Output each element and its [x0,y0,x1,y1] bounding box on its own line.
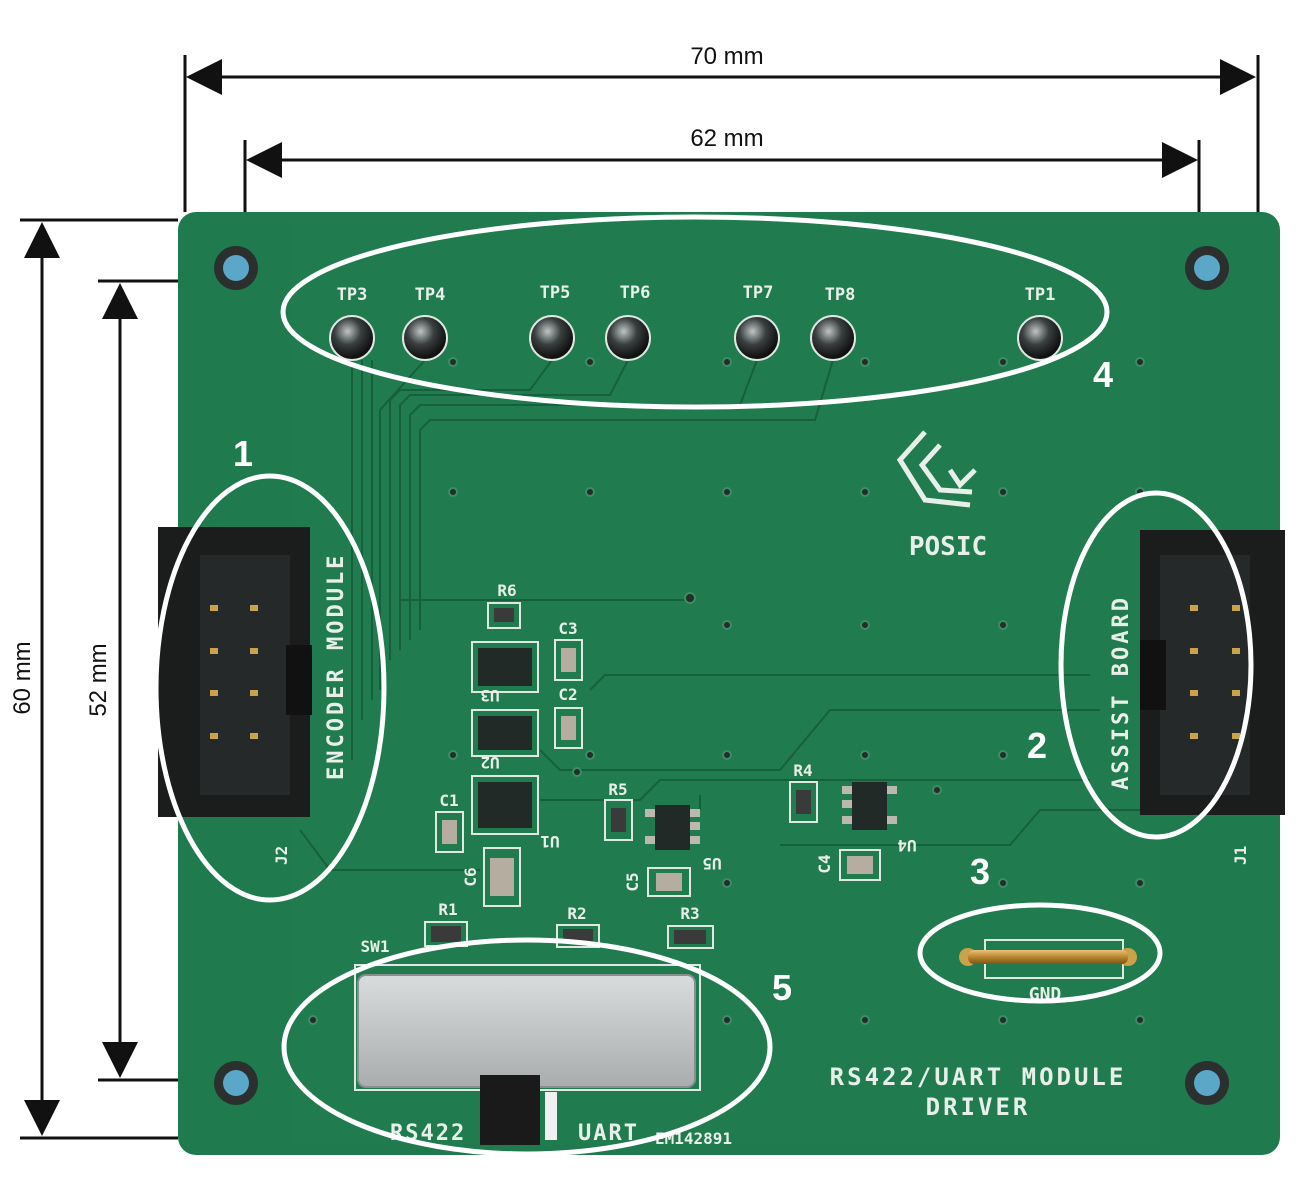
tp8-label: TP8 [825,285,856,305]
vias [308,357,1145,1025]
callout-number-1: 1 [233,433,253,474]
callout-number-5: 5 [772,967,792,1008]
callout-number-3: 3 [970,851,990,892]
callout-number-2: 2 [1027,725,1047,766]
callout-number-4: 4 [1093,354,1113,395]
u4-label: U4 [897,836,916,855]
c3-label: C3 [558,619,577,638]
tp7-label: TP7 [743,283,774,303]
c1-label: C1 [439,791,458,810]
c5-label: C5 [623,872,642,891]
dimension-width-inner: 62 mm [690,125,763,152]
assist-board-label: ASSIST BOARD [1109,595,1134,790]
c4-label: C4 [815,854,834,873]
switch-sw1: SW1 RS422 UART EM142891 [354,937,732,1148]
u3-label: U3 [480,686,499,705]
r1-label: R1 [438,900,457,919]
tp5-label: TP5 [540,283,571,303]
r4-label: R4 [793,761,812,780]
sw1-label: SW1 [361,937,390,956]
dimension-height-outer: 60 mm [9,641,36,714]
callout-ellipse-1 [153,473,387,903]
dimension-height-inner: 52 mm [85,643,112,716]
tp4-label: TP4 [415,285,446,305]
posic-logo: POSIC [896,430,987,562]
logo-text: POSIC [909,532,987,562]
uart-label: UART [578,1121,639,1146]
connector-j2: ENCODER MODULE J2 [158,527,349,865]
callout-ellipse-5 [281,937,773,1157]
test-points: TP3 TP4 TP5 TP6 TP7 TP8 TP1 [329,283,1063,361]
callouts: 1 2 3 4 5 [153,214,1254,1157]
j2-label: J2 [272,846,291,865]
dimension-lines: 70 mm 62 mm 60 mm 52 mm [9,43,1260,1140]
callout-ellipse-3 [917,902,1163,1004]
pcb-board: TP3 TP4 TP5 TP6 TP7 TP8 TP1 POSIC [158,212,1285,1155]
board-title-line1: RS422/UART MODULE [830,1063,1127,1091]
tp1-label: TP1 [1025,285,1056,305]
r2-label: R2 [567,904,586,923]
j1-label: J1 [1231,846,1250,865]
u5-label: U5 [702,854,721,873]
r5-label: R5 [608,780,627,799]
encoder-module-label: ENCODER MODULE [324,553,349,780]
r3-label: R3 [680,904,699,923]
u1-label: U1 [540,832,559,851]
r6-label: R6 [497,581,516,600]
board-title-line2: DRIVER [926,1093,1031,1121]
tp6-label: TP6 [620,283,651,303]
dimension-width-outer: 70 mm [690,43,763,70]
smd-components: R6 C3 U3 C2 U2 U1 C1 C6 R5 U5 C5 R4 [424,581,917,949]
rs422-label: RS422 [390,1121,466,1146]
callout-ellipse-2 [1058,490,1254,840]
tp3-label: TP3 [337,285,368,305]
c2-label: C2 [558,685,577,704]
callout-ellipse-4 [280,214,1110,410]
u2-label: U2 [480,753,499,772]
c6-label: C6 [461,867,480,886]
serial-number: EM142891 [655,1129,732,1148]
mounting-holes [214,246,1229,1105]
